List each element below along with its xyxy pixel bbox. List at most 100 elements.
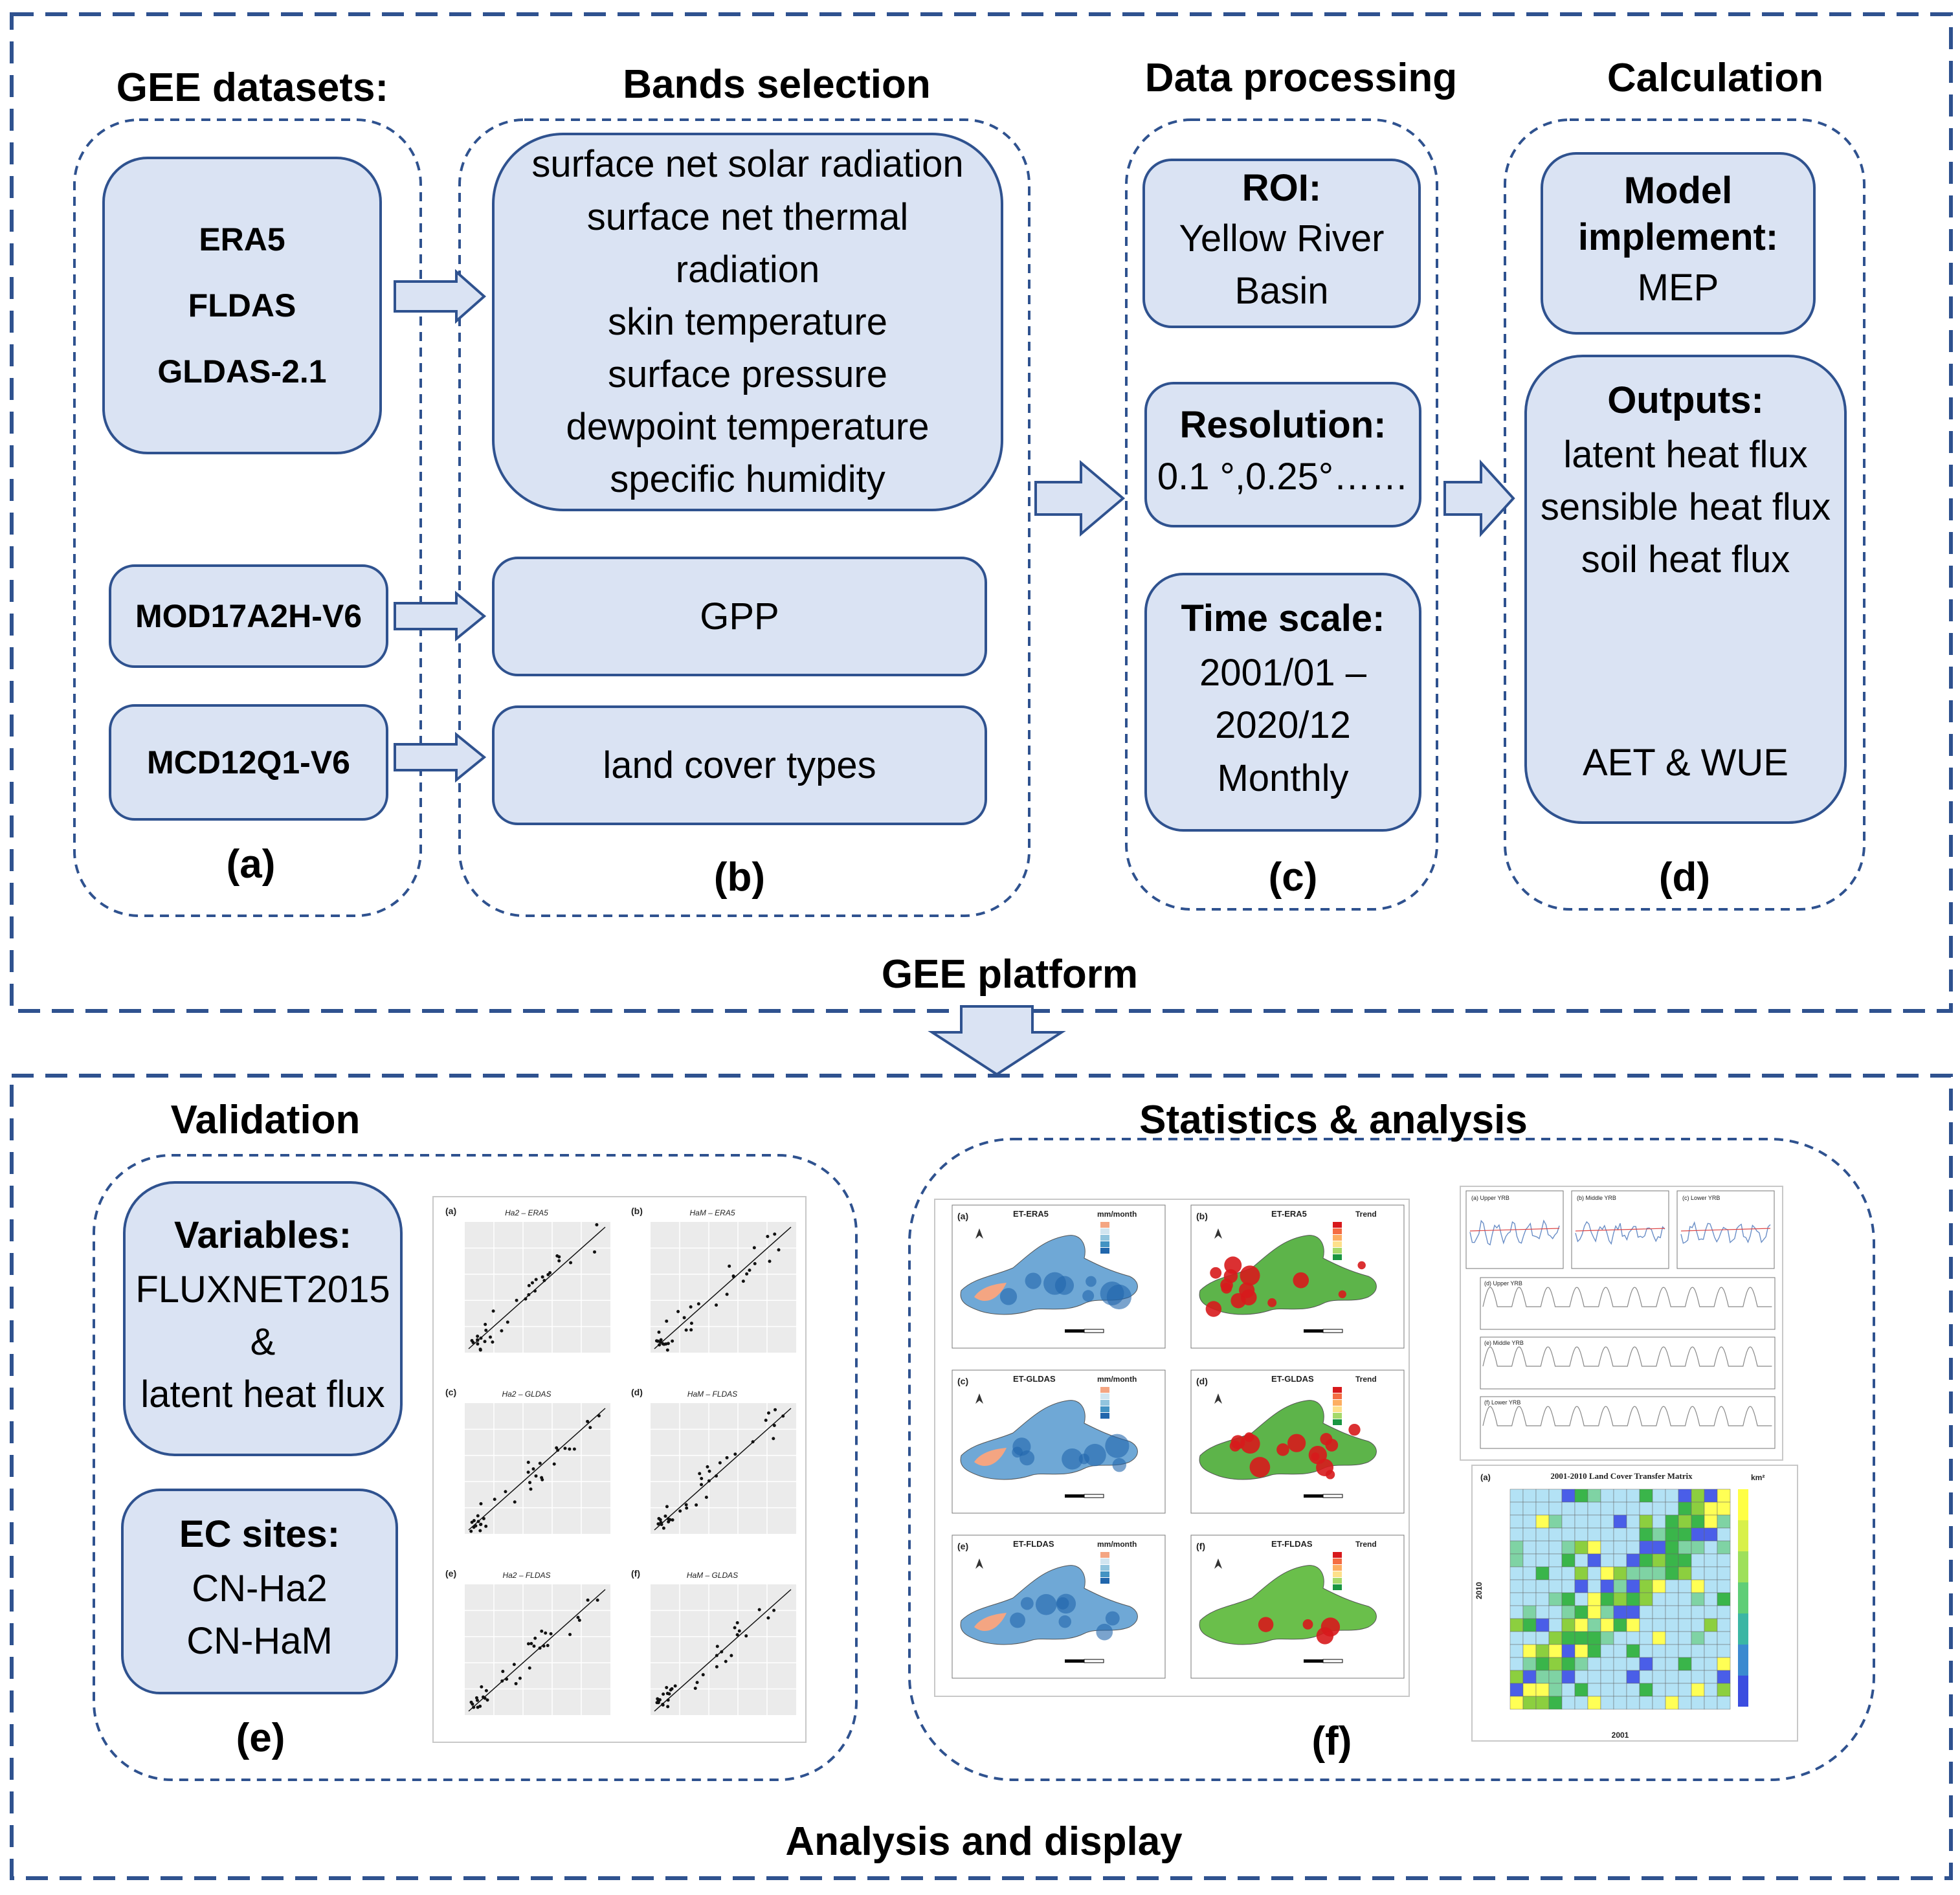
scatter-point (528, 1666, 531, 1670)
band-thermal-radiation-1: surface net thermal (586, 195, 909, 238)
scatter-point (478, 1529, 482, 1533)
map-legend-swatch (1333, 1228, 1342, 1234)
map-title: ET-ERA5 (1013, 1209, 1049, 1219)
matrix-cell (1574, 1631, 1588, 1645)
matrix-cell (1678, 1527, 1692, 1542)
matrix-cell (1561, 1514, 1576, 1529)
panel-e-frame (93, 1154, 858, 1781)
matrix-cell (1652, 1579, 1666, 1593)
scatter-point (557, 1255, 561, 1259)
scatter-point (678, 1509, 682, 1513)
band-dewpoint-temperature: dewpoint temperature (566, 406, 930, 449)
map-trend-patch (1240, 1265, 1260, 1286)
matrix-cell (1704, 1605, 1718, 1619)
arrow-platform-to-analysis (928, 1005, 1066, 1076)
matrix-cell (1509, 1631, 1524, 1645)
matrix-cell (1652, 1540, 1666, 1555)
panel-d-title: Calculation (1607, 56, 1824, 100)
dataset-gldas: GLDAS-2.1 (157, 353, 327, 390)
matrix-cell (1522, 1502, 1537, 1516)
scatter-point (669, 1688, 673, 1692)
modis-landcover-label: MCD12Q1-V6 (147, 744, 350, 781)
matrix-cell (1691, 1566, 1705, 1580)
scatter-point (671, 1518, 674, 1522)
map-legend-swatch (1100, 1406, 1109, 1412)
map-high-et-patch (1100, 1281, 1124, 1305)
matrix-cell (1652, 1670, 1666, 1684)
matrix-cell (1522, 1644, 1537, 1658)
matrix-cell (1561, 1579, 1576, 1593)
scatter-point (704, 1495, 708, 1499)
matrix-cell (1548, 1657, 1563, 1671)
matrix-colorbar-segment (1738, 1582, 1748, 1613)
matrix-cell (1691, 1514, 1705, 1529)
matrix-cell (1561, 1618, 1576, 1632)
matrix-cell (1613, 1683, 1627, 1697)
resolution-box: Resolution: 0.1 °,0.25°…… (1144, 382, 1421, 527)
map-frame (1190, 1369, 1405, 1514)
modis-gpp-box: MOD17A2H-V6 (109, 564, 388, 668)
matrix-cell (1613, 1540, 1627, 1555)
scatter-panel-1: (b)HaM – ERA5 (631, 1206, 796, 1353)
scatter-point (506, 1320, 509, 1324)
roi-line-2: Basin (1234, 270, 1329, 312)
scatter-point (658, 1698, 662, 1701)
matrix-cell (1704, 1696, 1718, 1710)
scatter-point (552, 1462, 556, 1466)
matrix-cell (1587, 1696, 1601, 1710)
map-trend-patch (1316, 1627, 1334, 1645)
matrix-cell (1691, 1527, 1705, 1542)
map-trend-patch (1210, 1267, 1222, 1279)
scatter-point (665, 1505, 669, 1509)
map-legend-swatch (1100, 1222, 1109, 1228)
roi-line-1: Yellow River (1179, 217, 1385, 260)
matrix-cell (1613, 1592, 1627, 1606)
scatter-point (689, 1322, 693, 1325)
map-legend-title: mm/month (1097, 1375, 1137, 1384)
scatter-point (665, 1348, 669, 1352)
matrix-cell (1509, 1527, 1524, 1542)
matrix-cell (1704, 1670, 1718, 1684)
ec-site-2: CN-HaM (186, 1620, 333, 1662)
matrix-cell (1600, 1502, 1614, 1516)
scatter-point (529, 1642, 533, 1646)
matrix-cell (1691, 1618, 1705, 1632)
map-legend-swatch (1100, 1228, 1109, 1234)
matrix-cell (1665, 1644, 1679, 1658)
scatter-panel-tag: (c) (445, 1387, 456, 1397)
scatter-point (685, 1506, 689, 1510)
map-low-et-patch (974, 1283, 1007, 1302)
output-sensible: sensible heat flux (1540, 486, 1831, 529)
map-legend-swatch (1333, 1552, 1342, 1558)
landcover-box: land cover types (492, 705, 987, 825)
matrix-cell (1600, 1566, 1614, 1580)
scatter-point (718, 1461, 722, 1465)
scatter-point (689, 1328, 693, 1332)
map-high-et-patch (1082, 1290, 1095, 1302)
matrix-cell (1535, 1657, 1550, 1671)
matrix-cell (1652, 1618, 1666, 1632)
matrix-cell (1600, 1592, 1614, 1606)
time-heading: Time scale: (1181, 597, 1385, 640)
scatter-point (476, 1514, 480, 1518)
ts-seasonal-line (1482, 1287, 1772, 1307)
matrix-cell (1574, 1540, 1588, 1555)
map-basin-shape (1199, 1400, 1377, 1480)
scatter-point (661, 1342, 665, 1346)
scatter-point (689, 1305, 693, 1309)
map-legend-swatch (1333, 1222, 1342, 1228)
matrix-cell (1652, 1592, 1666, 1606)
map-trend-patch (1231, 1435, 1245, 1450)
scatter-point (655, 1701, 659, 1705)
scatter-point (540, 1275, 544, 1279)
matrix-cell (1678, 1489, 1692, 1503)
matrix-cell (1509, 1696, 1524, 1710)
matrix-cell (1704, 1527, 1718, 1542)
matrix-cell (1639, 1696, 1653, 1710)
map-trend-patch (1205, 1301, 1222, 1317)
north-arrow-icon (1214, 1393, 1222, 1404)
matrix-cell (1678, 1618, 1692, 1632)
analysis-display-caption: Analysis and display (785, 1819, 1183, 1864)
matrix-cell (1509, 1657, 1524, 1671)
dataset-era5: ERA5 (199, 221, 285, 258)
